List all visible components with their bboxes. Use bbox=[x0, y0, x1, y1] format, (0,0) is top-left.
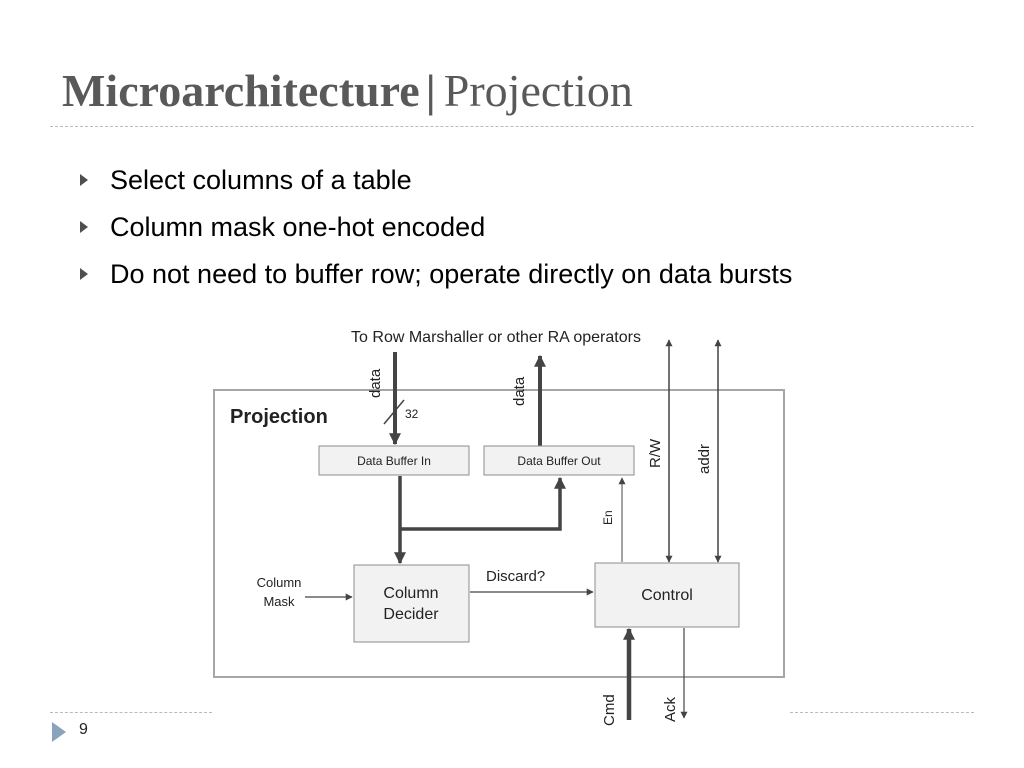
bullet-triangle-icon bbox=[80, 174, 88, 186]
bus-width-slash bbox=[383, 399, 405, 425]
column-decider-label-line1: Column bbox=[383, 585, 438, 602]
data-buffer-in-box bbox=[318, 445, 470, 476]
top-destination-label: To Row Marshaller or other RA operators bbox=[351, 329, 641, 346]
slide-title: Microarchitecture|Projection bbox=[62, 68, 633, 114]
data-out-label: data bbox=[511, 376, 528, 406]
title-separator: | bbox=[425, 65, 436, 116]
title-divider bbox=[50, 126, 974, 127]
bullet-item: Do not need to buffer row; operate direc… bbox=[78, 254, 792, 301]
footer-divider-right bbox=[790, 712, 974, 713]
bullet-triangle-icon bbox=[80, 268, 88, 280]
bullet-text: Select columns of a table bbox=[110, 165, 412, 195]
bus-width-label: 32 bbox=[405, 407, 419, 421]
data-buffer-out-box bbox=[483, 445, 635, 476]
footer-triangle-icon bbox=[52, 722, 66, 742]
projection-block-title: Projection bbox=[230, 406, 328, 428]
control-box bbox=[594, 562, 740, 628]
ack-label: Ack bbox=[662, 696, 679, 722]
data-buffer-in-label: Data Buffer In bbox=[357, 454, 431, 468]
footer-divider-left bbox=[50, 712, 212, 713]
enable-label: En bbox=[601, 510, 615, 525]
column-mask-label-line2: Mask bbox=[263, 594, 295, 609]
discard-label: Discard? bbox=[486, 568, 545, 585]
column-decider-box bbox=[353, 564, 470, 643]
data-buffer-out-label: Data Buffer Out bbox=[517, 454, 601, 468]
buffer-to-buffer-out-arrow bbox=[400, 476, 566, 531]
bullet-triangle-icon bbox=[80, 221, 88, 233]
addr-label: addr bbox=[696, 444, 713, 474]
data-in-label: data bbox=[367, 368, 384, 398]
bullet-item: Select columns of a table bbox=[78, 160, 792, 207]
rw-label: R/W bbox=[647, 438, 664, 468]
title-subtitle: Projection bbox=[443, 65, 633, 116]
title-main: Microarchitecture bbox=[62, 65, 420, 116]
bullet-text: Column mask one-hot encoded bbox=[110, 212, 486, 242]
page-number: 9 bbox=[79, 721, 88, 738]
control-label: Control bbox=[641, 587, 693, 604]
cmd-label: Cmd bbox=[601, 694, 618, 726]
projection-block-outline bbox=[213, 389, 785, 678]
bullet-item: Column mask one-hot encoded bbox=[78, 207, 792, 254]
column-mask-label-line1: Column bbox=[257, 575, 302, 590]
bullet-text: Do not need to buffer row; operate direc… bbox=[110, 259, 793, 289]
column-decider-label-line2: Decider bbox=[383, 606, 439, 623]
bullet-list: Select columns of a table Column mask on… bbox=[78, 160, 792, 301]
